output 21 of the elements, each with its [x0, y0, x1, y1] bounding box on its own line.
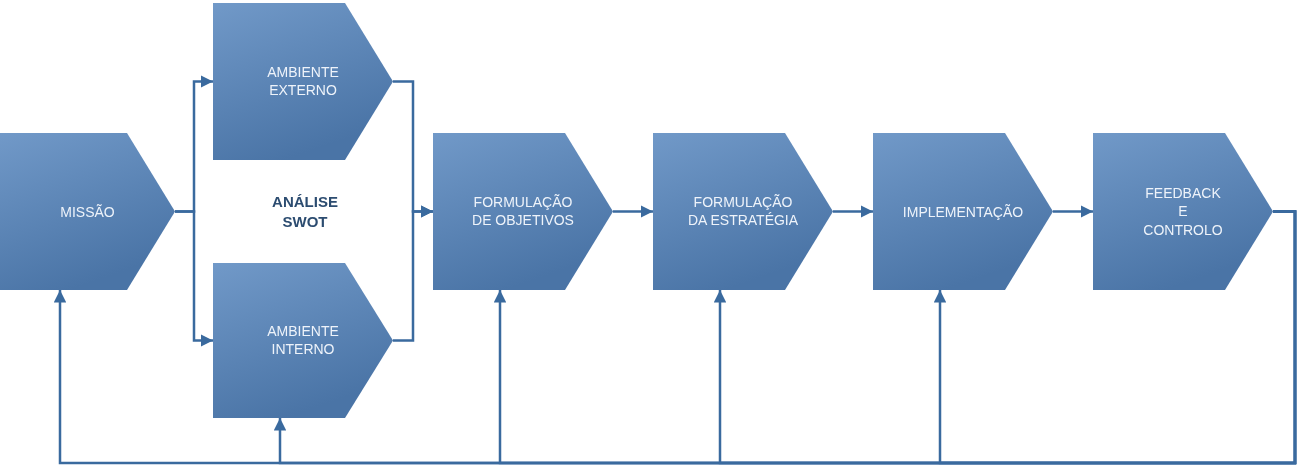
process-pentagon	[213, 3, 393, 160]
arrow	[833, 205, 873, 218]
node-label: AMBIENTE EXTERNO	[266, 62, 340, 101]
node-label: MISSÃO	[59, 202, 116, 221]
process-pentagon	[0, 133, 175, 290]
arrow	[1053, 205, 1093, 218]
process-pentagon	[433, 133, 613, 290]
group-label: ANÁLISE SWOT	[271, 192, 339, 233]
node-label: FORMULAÇÃO DE OBJETIVOS	[471, 192, 575, 231]
arrow	[613, 205, 653, 218]
node-label: FORMULAÇÃO DA ESTRATÉGIA	[687, 192, 799, 231]
node-label: FEEDBACK E CONTROLO	[1142, 183, 1224, 240]
process-pentagon	[653, 133, 833, 290]
node-label: AMBIENTE INTERNO	[266, 321, 340, 360]
arrow	[933, 210, 1297, 465]
process-pentagon	[1093, 133, 1273, 290]
arrow	[175, 210, 213, 347]
process-pentagon	[873, 133, 1053, 290]
arrow	[393, 205, 433, 342]
process-pentagon	[213, 263, 393, 418]
node-label: IMPLEMENTAÇÃO	[901, 202, 1025, 221]
